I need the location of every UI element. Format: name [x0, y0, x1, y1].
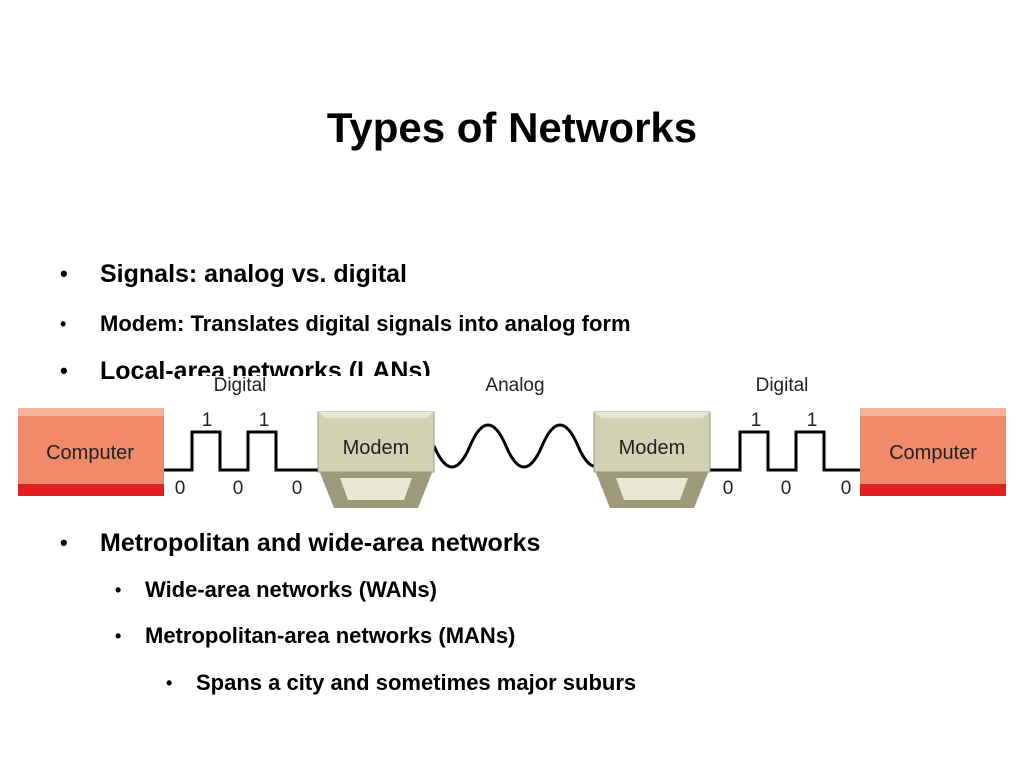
- label-analog: Analog: [485, 375, 544, 396]
- computer-left-face: [18, 408, 164, 496]
- bullet-text: Metropolitan-area networks (MANs): [145, 623, 516, 648]
- bit-label-right-2: 0: [781, 478, 792, 499]
- bit-label-right-0: 0: [723, 478, 734, 499]
- digital-wave-left: [164, 430, 318, 472]
- digital-wave-right: [710, 430, 860, 472]
- bullet-text: Signals: analog vs. digital: [100, 260, 408, 288]
- modem-right-label: Modem: [619, 437, 686, 459]
- bit-label-left-2: 0: [233, 478, 244, 499]
- label-digital-left: Digital: [214, 375, 267, 396]
- computer-left-label: Computer: [46, 442, 134, 464]
- computer-right: Computer: [860, 408, 1006, 496]
- label-digital-right: Digital: [756, 375, 809, 396]
- modem-left-label: Modem: [343, 437, 410, 459]
- computer-right-label: Computer: [889, 442, 977, 464]
- computer-right-top-edge: [860, 408, 1006, 416]
- computer-right-bottom-edge: [860, 484, 1006, 496]
- bit-label-right-3: 1: [807, 410, 818, 431]
- bullet-dot: •: [60, 358, 68, 383]
- modem-left-base-inner: [340, 478, 412, 500]
- bullet-dot: •: [115, 626, 122, 646]
- slide-title: Types of Networks: [326, 104, 698, 151]
- bullet-dot: •: [166, 673, 173, 693]
- bullet-dot: •: [60, 314, 67, 334]
- bullet-mans: • Metropolitan-area networks (MANs): [115, 622, 516, 650]
- bit-label-left-0: 0: [175, 478, 186, 499]
- bullet-modem: • Modem: Translates digital signals into…: [60, 310, 631, 338]
- bullet-signals: • Signals: analog vs. digital: [60, 259, 408, 289]
- modem-left: Modem: [317, 411, 435, 508]
- modem-left-top-bevel: [318, 412, 434, 418]
- modem-right: Modem: [593, 411, 711, 508]
- bullet-text: Spans a city and sometimes major suburs: [196, 670, 637, 695]
- modem-network-diagram: Computer Computer Modem: [0, 366, 1024, 516]
- bullet-dot: •: [60, 261, 68, 286]
- diagram-backdrop: [180, 376, 840, 516]
- modem-right-face: [593, 411, 711, 473]
- bullet-text: Metropolitan and wide-area networks: [100, 529, 541, 557]
- bullet-wans: • Wide-area networks (WANs): [115, 576, 437, 604]
- computer-left: Computer: [18, 408, 164, 496]
- bit-label-right-1: 1: [751, 410, 762, 431]
- bit-label-left-1: 1: [202, 410, 213, 431]
- bullet-dot: •: [115, 580, 122, 600]
- analog-wave: [432, 423, 595, 469]
- modem-right-top-bevel: [594, 412, 710, 418]
- modem-left-face: [317, 411, 435, 473]
- bullet-text: Wide-area networks (WANs): [145, 577, 437, 602]
- bullet-spans-city: • Spans a city and sometimes major subur…: [166, 669, 637, 697]
- diagram-canvas: Computer Computer Modem: [18, 375, 1006, 516]
- bullet-metro-wide: • Metropolitan and wide-area networks: [60, 528, 541, 558]
- computer-left-bottom-edge: [18, 484, 164, 496]
- bit-label-left-3: 1: [259, 410, 270, 431]
- computer-left-top-edge: [18, 408, 164, 416]
- modem-right-base-inner: [616, 478, 688, 500]
- bullet-dot: •: [60, 530, 68, 555]
- bullet-text: Modem: Translates digital signals into a…: [100, 311, 631, 336]
- bit-label-right-4: 0: [841, 478, 852, 499]
- computer-right-face: [860, 408, 1006, 496]
- bit-label-left-4: 0: [292, 478, 303, 499]
